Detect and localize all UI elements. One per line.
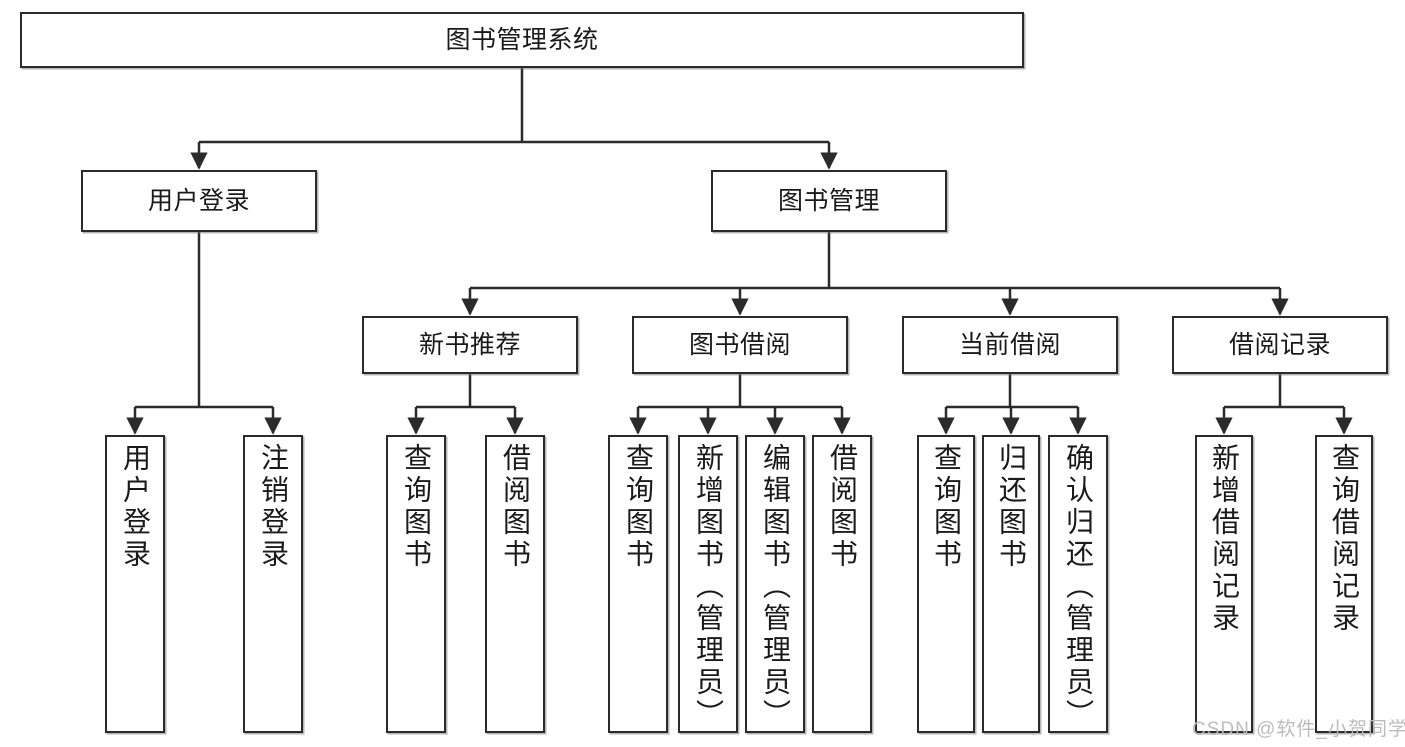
node-records[interactable]: 借阅记录 xyxy=(1172,316,1388,374)
node-label: 借阅记录 xyxy=(1228,331,1331,359)
node-label: 编辑图书（管理员） xyxy=(760,443,791,731)
node-leaf1[interactable]: 用户登录 xyxy=(105,435,165,733)
node-leaf6[interactable]: 新增图书（管理员） xyxy=(678,435,738,733)
node-label: 新增图书（管理员） xyxy=(693,443,724,731)
node-label: 确认归还（管理员） xyxy=(1063,443,1094,731)
node-label: 查询借阅记录 xyxy=(1329,443,1360,635)
node-bookmgmt[interactable]: 图书管理 xyxy=(711,170,947,232)
node-leaf10[interactable]: 归还图书 xyxy=(982,435,1040,733)
node-label: 用户登录 xyxy=(120,443,151,571)
node-root[interactable]: 图书管理系统 xyxy=(20,12,1024,68)
node-label: 归还图书 xyxy=(996,443,1027,571)
node-current[interactable]: 当前借阅 xyxy=(902,316,1118,374)
node-newbook[interactable]: 新书推荐 xyxy=(362,316,578,374)
node-label: 图书管理系统 xyxy=(445,26,599,54)
node-leaf5[interactable]: 查询图书 xyxy=(608,435,668,733)
node-label: 新书推荐 xyxy=(418,331,521,359)
node-leaf12[interactable]: 新增借阅记录 xyxy=(1195,435,1253,733)
node-login[interactable]: 用户登录 xyxy=(81,170,317,232)
node-leaf8[interactable]: 借阅图书 xyxy=(812,435,872,733)
csdn-watermark: CSDN @软件_小贺同学 xyxy=(1192,719,1405,740)
node-leaf4[interactable]: 借阅图书 xyxy=(485,435,545,733)
node-leaf9[interactable]: 查询图书 xyxy=(917,435,975,733)
node-label: 新增借阅记录 xyxy=(1209,443,1240,635)
node-label: 借阅图书 xyxy=(827,443,858,571)
node-leaf13[interactable]: 查询借阅记录 xyxy=(1315,435,1373,733)
node-label: 图书管理 xyxy=(777,187,880,215)
node-label: 查询图书 xyxy=(623,443,654,571)
node-label: 借阅图书 xyxy=(500,443,531,571)
node-label: 图书借阅 xyxy=(688,331,791,359)
node-borrow[interactable]: 图书借阅 xyxy=(632,316,848,374)
node-leaf2[interactable]: 注销登录 xyxy=(243,435,303,733)
node-label: 注销登录 xyxy=(258,443,289,571)
node-leaf11[interactable]: 确认归还（管理员） xyxy=(1048,435,1108,733)
node-label: 当前借阅 xyxy=(958,331,1061,359)
node-label: 用户登录 xyxy=(147,187,250,215)
node-label: 查询图书 xyxy=(931,443,962,571)
node-leaf3[interactable]: 查询图书 xyxy=(386,435,446,733)
node-leaf7[interactable]: 编辑图书（管理员） xyxy=(745,435,805,733)
node-label: 查询图书 xyxy=(401,443,432,571)
